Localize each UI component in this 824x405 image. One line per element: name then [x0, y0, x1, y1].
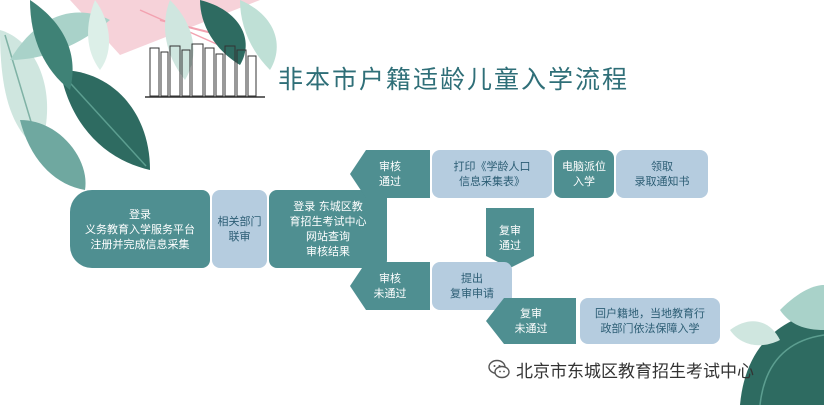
- step-recheck-fail-label: 复审 未通过: [514, 307, 548, 335]
- step-recheck-pass-label: 复审 通过: [499, 224, 521, 252]
- leaf-cluster-top: [165, 0, 277, 80]
- watermark-text: 北京市东城区教育招生考试中心: [516, 361, 754, 382]
- leaf-cluster-bottom-right: [730, 285, 824, 405]
- wechat-icon: [488, 359, 510, 379]
- step-pass-label: 审核 通过: [379, 160, 401, 188]
- books-icon: [145, 43, 265, 98]
- step-recheck-pass-arrow: 复审 通过: [486, 208, 534, 268]
- page-title: 非本市户籍适龄儿童入学流程: [278, 65, 630, 94]
- step-login-platform: 登录 义务教育入学服务平台 注册并完成信息采集: [70, 190, 210, 268]
- step-return-home: 回户籍地，当地教育行 政部门依法保障入学: [580, 298, 720, 344]
- watermark: 北京市东城区教育招生考试中心: [488, 355, 754, 383]
- step-recheck-fail-arrow: 复审 未通过: [486, 298, 576, 344]
- step-apply-recheck: 提出 复审申请: [432, 262, 512, 310]
- step-check-result: 登录 东城区教 育招生考试中心 网站查询 审核结果: [269, 190, 387, 268]
- step-notice: 领取 录取通知书: [616, 150, 708, 198]
- step-fail-label: 审核 未通过: [373, 272, 407, 300]
- leaf-cluster-left: [0, 0, 150, 190]
- step-print-form: 打印《学龄人口 信息采集表》: [432, 150, 552, 198]
- step-pass-arrow: 审核 通过: [350, 150, 430, 198]
- step-fail-arrow: 审核 未通过: [350, 262, 430, 310]
- step-computer-assign: 电脑派位 入学: [554, 150, 614, 198]
- step-dept-review: 相关部门 联审: [212, 190, 267, 268]
